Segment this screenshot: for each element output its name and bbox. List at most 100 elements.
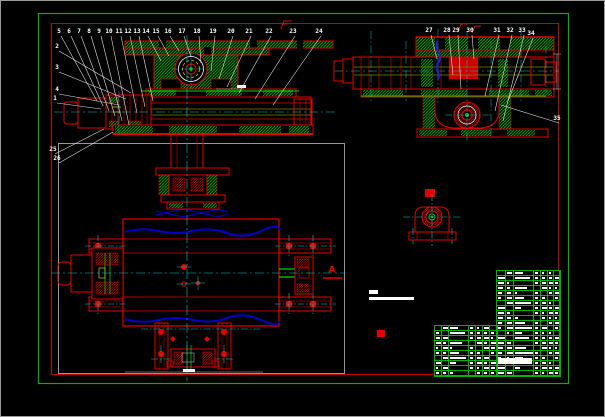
- bom-cell: [449, 336, 469, 341]
- bom-cell: [490, 336, 497, 341]
- bom-cell: [548, 371, 554, 376]
- front-view: [54, 40, 336, 135]
- bom-cell: [514, 291, 534, 296]
- bom-cell: [483, 346, 490, 351]
- bom-cell: [442, 351, 449, 356]
- bom-cell: [497, 366, 506, 371]
- balloon-30: 30: [466, 27, 474, 34]
- bom-cell: [497, 311, 506, 316]
- bom-cell: [435, 371, 442, 376]
- bom-cell: [554, 346, 560, 351]
- bom-cell: [534, 371, 541, 376]
- bom-cell: [534, 366, 541, 371]
- bom-cell: [554, 281, 560, 286]
- bom-cell: [490, 356, 497, 361]
- bom-cell: [442, 331, 449, 336]
- bom-cell: [435, 356, 442, 361]
- bom-cell: [548, 336, 554, 341]
- bom-cell: [548, 346, 554, 351]
- bom-cell: [541, 321, 548, 326]
- bom-cell: [506, 331, 514, 336]
- bom-cell: [435, 351, 442, 356]
- bom-cell: [483, 341, 490, 346]
- bom-cell: [541, 346, 548, 351]
- bom-cell: [534, 346, 541, 351]
- bom-cell: [554, 341, 560, 346]
- bom-cell: [497, 371, 506, 376]
- bom-cell: [497, 331, 506, 336]
- bom-cell: [534, 281, 541, 286]
- bom-cell: [449, 351, 469, 356]
- bom-cell: [476, 371, 483, 376]
- bom-cell: [548, 281, 554, 286]
- bom-cell: [514, 341, 534, 346]
- balloon-13: 13: [133, 28, 141, 35]
- bom-cell: [483, 371, 490, 376]
- balloon-23: 23: [289, 28, 297, 35]
- bom-cell: [514, 321, 534, 326]
- bom-cell: [483, 356, 490, 361]
- bom-cell: [506, 286, 514, 291]
- bom-cell: [534, 341, 541, 346]
- bom-cell: [497, 341, 506, 346]
- balloon-11: 11: [115, 28, 123, 35]
- bom-cell: [490, 346, 497, 351]
- balloon-5: 5: [57, 28, 61, 35]
- bom-cell: [483, 331, 490, 336]
- bom-cell: [469, 341, 476, 346]
- bom-cell: [541, 366, 548, 371]
- bom-cell: [497, 326, 506, 331]
- bom-cell: [554, 276, 560, 281]
- bom-cell: [506, 346, 514, 351]
- bom-cell: [449, 326, 469, 331]
- bom-cell: [514, 366, 534, 371]
- bom-cell: [548, 341, 554, 346]
- balloon-7: 7: [77, 28, 81, 35]
- bom-cell: [534, 296, 541, 301]
- bom-cell: [541, 356, 548, 361]
- bom-cell: [514, 311, 534, 316]
- bom-cell: [449, 361, 469, 366]
- bom-cell: [548, 291, 554, 296]
- bom-cell: [548, 351, 554, 356]
- bom-cell: [541, 336, 548, 341]
- balloon-2: 2: [55, 43, 59, 50]
- bom-cell: [442, 346, 449, 351]
- balloon-6: 6: [67, 28, 71, 35]
- bom-cell: [554, 321, 560, 326]
- bom-cell: [506, 301, 514, 306]
- bom-cell: [554, 296, 560, 301]
- bom-cell: [514, 296, 534, 301]
- bom-cell: [541, 271, 548, 276]
- bom-cell: [541, 326, 548, 331]
- bom-cell: [506, 341, 514, 346]
- bom-cell: [476, 351, 483, 356]
- bom-cell: [534, 271, 541, 276]
- balloon-32: 32: [506, 27, 514, 34]
- bom-cell: [514, 301, 534, 306]
- note-line-1: [369, 290, 378, 294]
- bom-cell: [497, 296, 506, 301]
- bom-cell: [506, 271, 514, 276]
- bom-cell: [497, 336, 506, 341]
- bom-cell: [548, 311, 554, 316]
- bom-cell: [514, 276, 534, 281]
- bom-cell: [506, 336, 514, 341]
- bom-cell: [548, 331, 554, 336]
- bom-cell: [514, 331, 534, 336]
- bom-cell: [554, 361, 560, 366]
- balloon-9: 9: [97, 28, 101, 35]
- bom-cell: [497, 271, 506, 276]
- bom-cell: [541, 301, 548, 306]
- bom-cell: [554, 306, 560, 311]
- bom-cell: [497, 276, 506, 281]
- bom-cell: [435, 336, 442, 341]
- bom-cell: [435, 366, 442, 371]
- bom-cell: [514, 286, 534, 291]
- bom-cell: [548, 356, 554, 361]
- bom-cell: [435, 346, 442, 351]
- bom-cell: [476, 336, 483, 341]
- balloon-28: 28: [443, 27, 451, 34]
- balloon-20: 20: [227, 28, 235, 35]
